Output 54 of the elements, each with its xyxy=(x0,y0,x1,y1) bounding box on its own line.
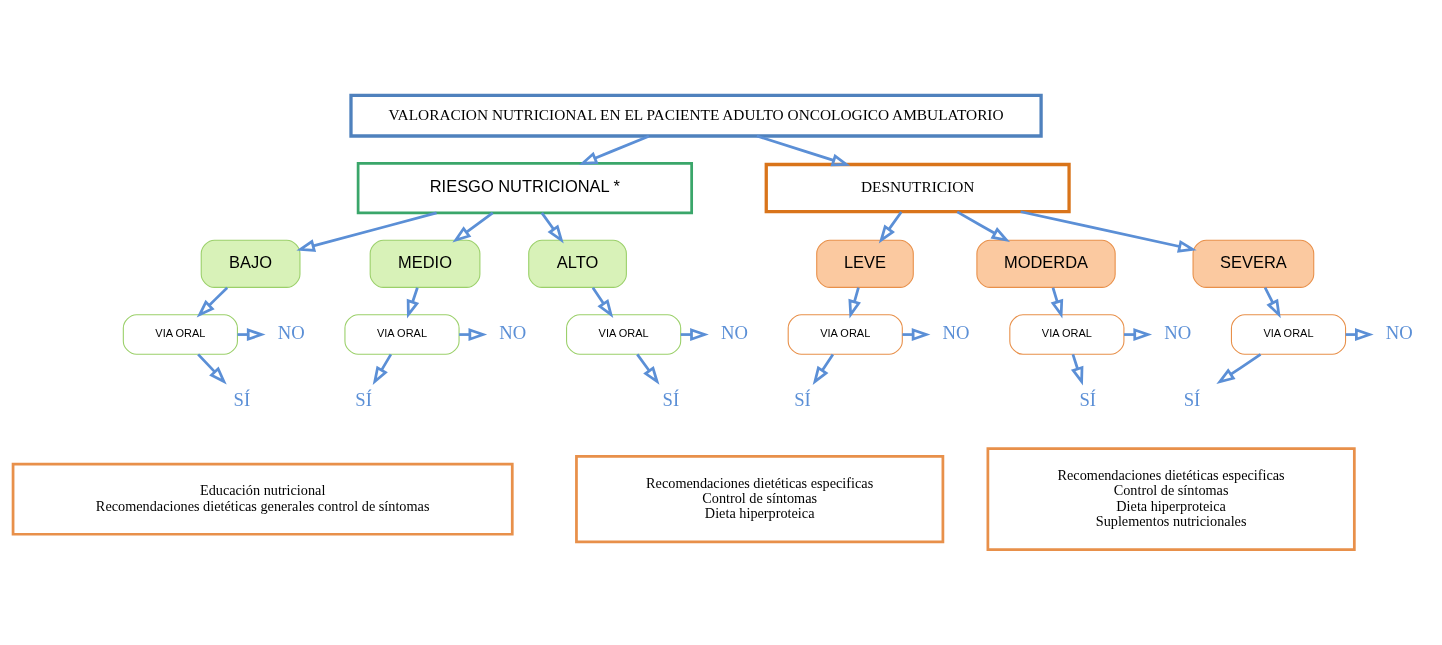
node-box: BAJO xyxy=(200,239,301,288)
arrow xyxy=(1124,328,1153,342)
node-text: NO xyxy=(942,322,970,344)
arrow xyxy=(902,328,931,342)
node-box: VIA ORAL xyxy=(787,314,903,355)
node-text: SÍ xyxy=(662,388,680,410)
node-box: LEVE xyxy=(816,239,914,288)
node-text: SÍ xyxy=(1183,388,1201,410)
node-text: NO xyxy=(277,322,305,344)
node-text: NO xyxy=(1164,322,1192,344)
node-box: MEDIO xyxy=(369,239,481,288)
arrow xyxy=(196,286,229,318)
arrow xyxy=(197,353,227,385)
arrow xyxy=(591,286,614,319)
arrow xyxy=(296,211,437,252)
arrow xyxy=(1070,353,1084,386)
node-text: NO xyxy=(499,322,527,344)
node-box: VIA ORAL xyxy=(122,314,238,355)
node-box: VIA ORAL xyxy=(1009,314,1125,355)
node-box: VIA ORAL xyxy=(1230,314,1347,355)
node-box: VIA ORAL xyxy=(344,314,460,355)
node-box: Recomendaciones dietéticas especificas Control de síntomas Dieta hiperproteica Suplementos nutricionales xyxy=(986,447,1356,551)
node-text: SÍ xyxy=(1079,388,1097,410)
arrow xyxy=(406,287,420,319)
arrow xyxy=(848,287,861,319)
arrow xyxy=(540,212,564,244)
arrow xyxy=(237,328,266,342)
arrow xyxy=(636,353,660,385)
arrow xyxy=(1263,287,1281,319)
node-box: RIESGO NUTRICIONAL * xyxy=(356,162,693,215)
node-box: VIA ORAL xyxy=(566,314,682,355)
node-box: DESNUTRICION xyxy=(764,162,1071,214)
node-box: MODERDA xyxy=(976,239,1116,288)
arrow xyxy=(372,353,393,386)
arrow xyxy=(956,210,1010,243)
arrow xyxy=(1020,210,1197,253)
arrow xyxy=(812,353,835,385)
node-box: ALTO xyxy=(528,239,627,288)
arrow xyxy=(680,328,709,342)
node-text: NO xyxy=(1385,322,1413,344)
arrow xyxy=(1345,328,1374,342)
arrow xyxy=(452,211,494,243)
arrow xyxy=(459,328,488,342)
arrow xyxy=(1216,353,1262,384)
node-text: SÍ xyxy=(355,388,372,410)
node-box: Educación nutricional Recomendaciones dietéticas generales control de síntomas xyxy=(11,462,514,536)
node-box: Recomendaciones dietéticas especificas Control de síntomas Dieta hiperproteica xyxy=(575,455,945,544)
arrow xyxy=(1050,287,1064,319)
node-text: NO xyxy=(720,322,748,344)
node-text: SÍ xyxy=(794,388,811,410)
node-box: VALORACION NUTRICIONAL EN EL PACIENTE ADULTO ONCOLOGICO AMBULATORIO xyxy=(349,93,1043,138)
node-text: SÍ xyxy=(233,388,251,410)
node-box: SEVERA xyxy=(1192,239,1315,288)
arrow xyxy=(878,211,903,244)
